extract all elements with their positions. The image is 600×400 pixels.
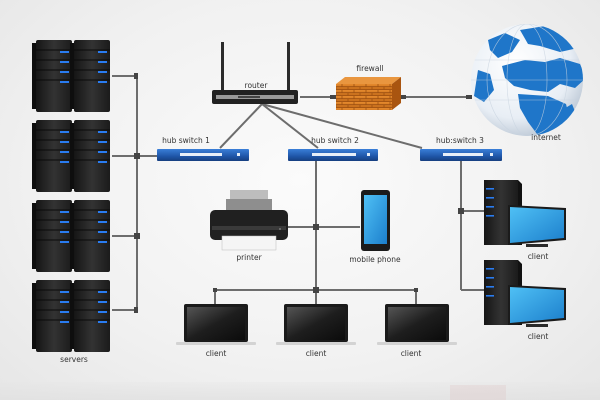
- faded-footer-highlight: [450, 385, 506, 400]
- firewall-label: firewall: [356, 64, 383, 73]
- laptop-icon: [276, 304, 356, 345]
- network-switch-icon: [288, 149, 378, 161]
- hub-switch-2[interactable]: hub switch 2: [288, 136, 378, 161]
- mobile-phone-label: mobile phone: [349, 255, 401, 264]
- client-label: client: [206, 349, 227, 358]
- desktop-computer-icon: [484, 260, 566, 327]
- switch-label: hub switch 1: [162, 136, 210, 145]
- smartphone-icon: [361, 190, 390, 251]
- desktop-computer-icon: [484, 180, 566, 247]
- client-label: client: [528, 332, 549, 341]
- client-label: client: [306, 349, 327, 358]
- client-laptop-2[interactable]: client: [276, 304, 356, 358]
- laptop-icon: [176, 304, 256, 345]
- printer-label: printer: [236, 253, 262, 262]
- network-switch-icon: [420, 149, 502, 161]
- brick-wall-icon: [336, 77, 401, 110]
- client-desktop-2[interactable]: client: [484, 260, 566, 341]
- cable-router-switch2: [261, 103, 319, 149]
- cables: [112, 75, 486, 311]
- client-laptop-1[interactable]: client: [176, 304, 256, 358]
- client-label: client: [401, 349, 422, 358]
- servers-label: servers: [60, 355, 88, 364]
- hub-switch-1[interactable]: hub switch 1: [157, 136, 249, 161]
- cable-router-switch3: [261, 103, 423, 149]
- cable-junctions: [134, 73, 472, 313]
- faded-footer-band: [0, 382, 600, 400]
- client-desktop-1[interactable]: client: [484, 180, 566, 261]
- cable-router-switch1: [219, 103, 263, 149]
- internet[interactable]: internet: [471, 24, 586, 142]
- network-switch-icon: [157, 149, 249, 161]
- switch-label: hub switch 2: [311, 136, 359, 145]
- printer-icon: [210, 190, 288, 251]
- servers[interactable]: servers: [31, 39, 111, 364]
- hub-switch-3[interactable]: hub:switch 3: [420, 136, 502, 161]
- server-rack-icon: [31, 39, 111, 353]
- internet-label: internet: [531, 133, 561, 142]
- printer[interactable]: printer: [210, 190, 288, 262]
- client-label: client: [528, 252, 549, 261]
- router-label: router: [245, 81, 269, 90]
- router-icon: [212, 42, 298, 104]
- client-laptop-3[interactable]: client: [377, 304, 457, 358]
- laptop-icon: [377, 304, 457, 345]
- router[interactable]: router: [212, 42, 298, 104]
- globe-icon: [471, 24, 583, 136]
- mobile-phone[interactable]: mobile phone: [349, 190, 401, 264]
- firewall[interactable]: firewall: [336, 64, 401, 110]
- switch-label: hub:switch 3: [436, 136, 484, 145]
